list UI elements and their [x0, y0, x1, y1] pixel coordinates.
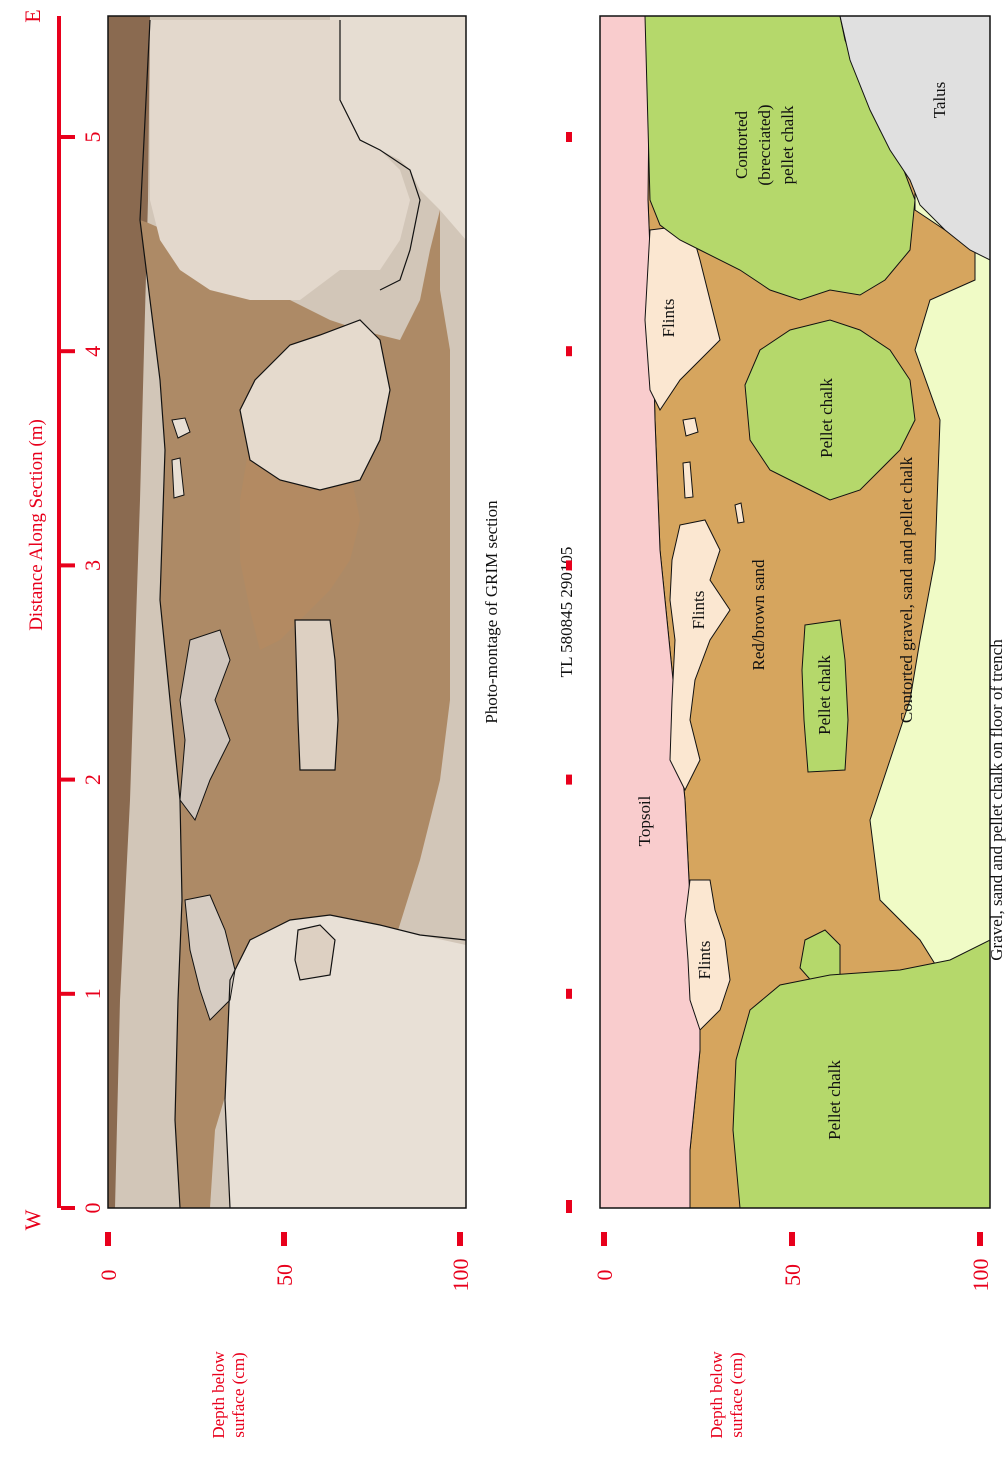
depth-photo-tick-label-50: 50 [272, 1264, 297, 1286]
distance-tick-0 [61, 1206, 75, 1210]
distance-tick-label-3: 3 [80, 560, 105, 571]
depth-axis-title-section-2: surface (cm) [727, 1352, 746, 1437]
label-talus: Talus [930, 82, 949, 119]
distance-tick-5 [61, 135, 75, 139]
direction-east: E [20, 9, 45, 22]
label-flints-3: Flints [659, 299, 678, 338]
section-tick-end [566, 1200, 572, 1210]
section-tick-1 [566, 989, 572, 999]
direction-west: W [20, 1209, 45, 1230]
section-diagram-panel [600, 16, 990, 1208]
label-flints-2: Flints [689, 591, 708, 630]
distance-tick-label-2: 2 [80, 774, 105, 785]
distance-tick-label-1: 1 [80, 988, 105, 999]
distance-tick-label-5: 5 [80, 132, 105, 143]
depth-axis-photo: 0 50 100 Depth below surface (cm) [96, 1232, 473, 1439]
photo-chalk-west [225, 915, 466, 1208]
depth-section-tick-label-100: 100 [968, 1259, 993, 1292]
label-red-brown-sand: Red/brown sand [749, 559, 768, 670]
depth-photo-tick-label-0: 0 [96, 1270, 121, 1281]
distance-axis-title: Distance Along Section (m) [26, 419, 47, 631]
label-flints-1: Flints [695, 941, 714, 980]
depth-photo-tick-0 [105, 1232, 111, 1246]
photo-caption: Photo-montage of GRIM section [482, 500, 501, 724]
section-tick-5 [566, 132, 572, 142]
depth-photo-tick-100 [457, 1232, 463, 1246]
section-tick-2 [566, 775, 572, 785]
distance-tick-4 [61, 349, 75, 353]
section-tick-3 [566, 560, 572, 570]
depth-section-tick-label-50: 50 [780, 1264, 805, 1286]
distance-tick-label-0: 0 [80, 1203, 105, 1214]
depth-section-tick-0 [601, 1232, 607, 1246]
depth-photo-tick-label-100: 100 [448, 1259, 473, 1292]
depth-axis-title-section-1: Depth below [707, 1351, 726, 1439]
depth-axis-section: 0 50 100 Depth below surface (cm) [592, 1232, 993, 1439]
label-topsoil: Topsoil [635, 795, 654, 846]
label-brecciated-3: pellet chalk [778, 105, 797, 184]
section-tick-4 [566, 346, 572, 356]
distance-tick-label-4: 4 [80, 346, 105, 357]
distance-tick-2 [61, 778, 75, 782]
depth-axis-title-photo-1: Depth below [209, 1351, 228, 1439]
distance-tick-3 [61, 563, 75, 567]
distance-axis-line [57, 16, 61, 1208]
label-brecciated-2: (brecciated) [755, 104, 774, 185]
photo-chalk-lens [295, 620, 338, 770]
label-contorted-gravel: Contorted gravel, sand and pellet chalk [897, 456, 916, 723]
depth-section-tick-100 [977, 1232, 983, 1246]
photo-montage-panel [108, 16, 466, 1208]
depth-axis-title-photo-2: surface (cm) [229, 1352, 248, 1437]
depth-section-tick-label-0: 0 [592, 1270, 617, 1281]
label-pellet-chalk-west: Pellet chalk [825, 1060, 844, 1140]
label-pellet-chalk-east: Pellet chalk [817, 378, 836, 458]
depth-photo-tick-50 [281, 1232, 287, 1246]
distance-axis: 0 1 2 3 4 5 Distance Along Section (m) W E [20, 9, 105, 1230]
floor-caption: Gravel, sand and pellet chalk on floor o… [987, 639, 1006, 961]
distance-tick-1 [61, 992, 75, 996]
label-brecciated-1: Contorted [732, 111, 751, 179]
label-pellet-chalk-lens: Pellet chalk [815, 655, 834, 735]
depth-section-tick-50 [789, 1232, 795, 1246]
